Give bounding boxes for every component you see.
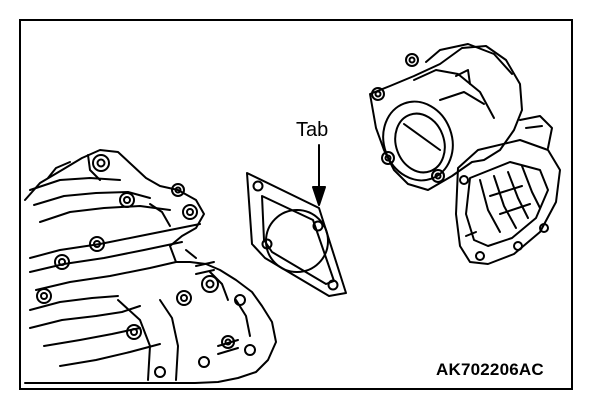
intake-manifold [24,149,277,384]
throttle-body [369,43,561,265]
tab-callout-label: Tab [296,119,329,141]
figure-code: AK702206AC [436,360,544,379]
callout-leader [312,144,326,206]
diagram-frame [19,19,573,390]
gasket [246,172,347,297]
